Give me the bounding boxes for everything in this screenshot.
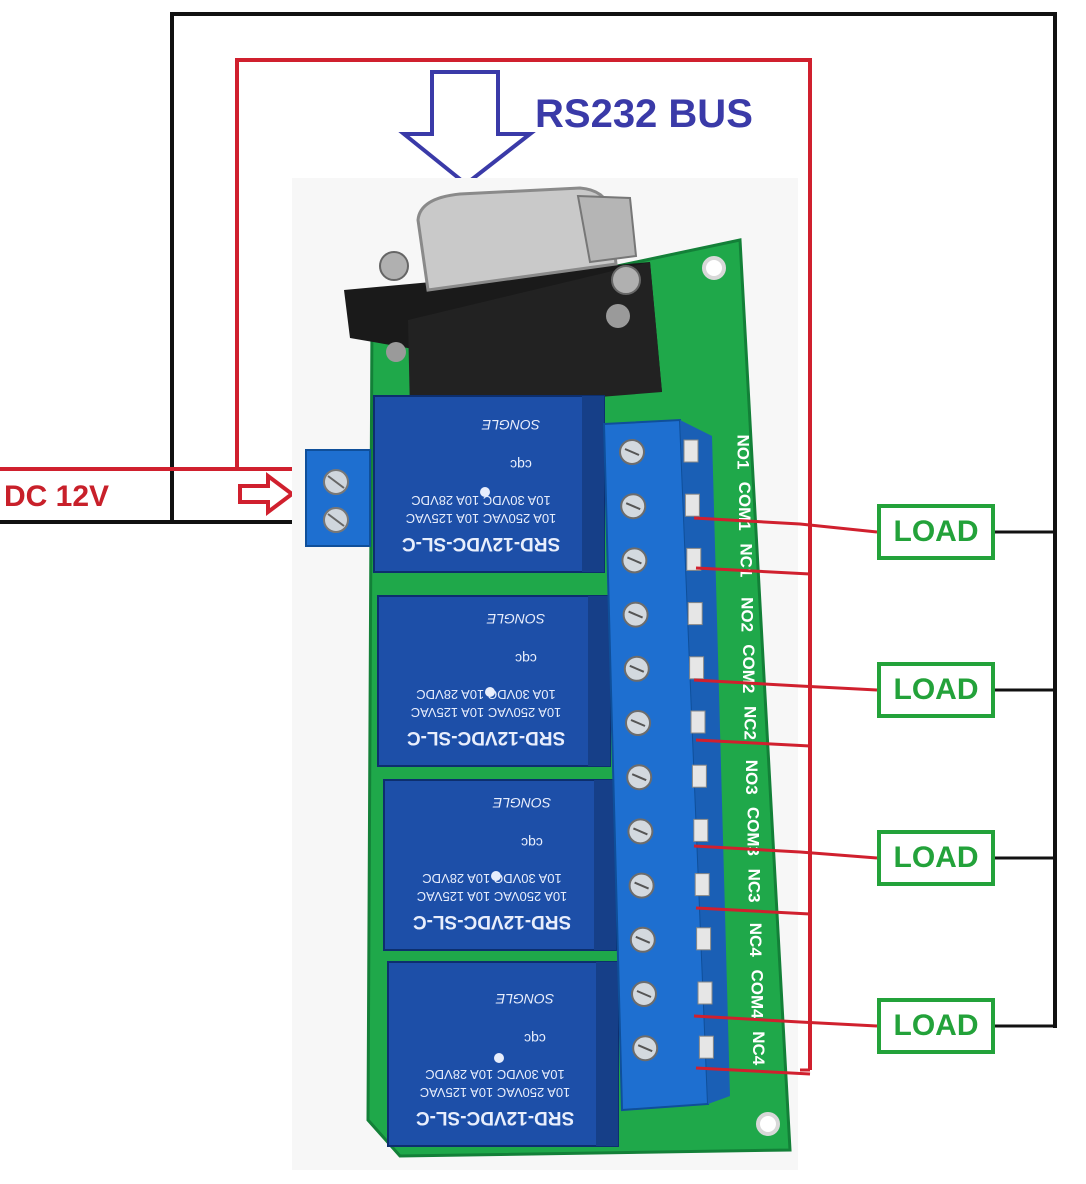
relay-rating: 10A 250VAC 10A 125VAC <box>411 705 562 720</box>
relay-cert: cqc <box>521 835 543 851</box>
load-label: LOAD <box>893 841 979 874</box>
mounting-hole <box>702 256 726 280</box>
load-box-1: LOAD <box>877 504 995 560</box>
pin-label: NC4 <box>749 1031 768 1066</box>
output-terminal-block <box>602 418 730 1112</box>
pin-label: NO2 <box>738 597 757 632</box>
relay-model: SRD-12VDC-SL-C <box>413 911 572 932</box>
load-signal-wire <box>693 1014 878 1028</box>
dc-terminal-block <box>305 449 371 547</box>
relay-rating: 10A 250VAC 10A 125VAC <box>417 889 568 904</box>
relay-rating: 10A 30VDC 10A 28VDC <box>425 1067 564 1082</box>
load-label: LOAD <box>893 515 979 548</box>
pin-label: NC3 <box>745 869 764 903</box>
power-label: DC 12V <box>4 480 110 513</box>
pin-label: NO1 <box>734 435 753 470</box>
bus-label: RS232 BUS <box>535 92 753 136</box>
relay-dot-icon <box>494 1053 504 1063</box>
load-label: LOAD <box>893 1009 979 1042</box>
relay-dot-icon <box>491 871 501 881</box>
load-box-2: LOAD <box>877 662 995 718</box>
common-wire <box>695 1066 811 1076</box>
relay-rating: 10A 30VDC 10A 28VDC <box>411 493 550 508</box>
relay-brand: SONGLE <box>495 991 554 1007</box>
db9-connector <box>344 186 662 412</box>
common-wire <box>695 566 811 576</box>
power-loop-wire <box>235 58 812 1070</box>
common-wire <box>695 738 811 748</box>
pin-label: COM3 <box>743 807 762 856</box>
relay-cert: cqc <box>510 457 532 473</box>
relay-model: SRD-12VDC-SL-C <box>416 1107 575 1128</box>
relay-model: SRD-12VDC-SL-C <box>407 727 566 748</box>
relay-cert: cqc <box>515 651 537 667</box>
pin-label: COM2 <box>739 644 758 693</box>
relay-dot-icon <box>485 687 495 697</box>
relay-brand: SONGLE <box>492 795 551 811</box>
ground-wire <box>170 12 1057 1028</box>
pin-label: NC2 <box>741 706 760 740</box>
relay: SRD-12VDC-SL-C 10A 250VAC 10A 125VAC 10A 3… <box>387 961 619 1147</box>
common-wire <box>695 906 811 916</box>
load-box-4: LOAD <box>877 998 995 1054</box>
load-signal-wire <box>693 678 878 692</box>
load-signal-wire <box>693 844 878 860</box>
relay-rating: 10A 250VAC 10A 125VAC <box>406 511 557 526</box>
mounting-hole <box>756 1112 780 1136</box>
relay-model: SRD-12VDC-SL-C <box>402 533 561 554</box>
relay-brand: SONGLE <box>481 417 540 433</box>
relay-rating: 10A 250VAC 10A 125VAC <box>420 1085 571 1100</box>
relay-dot-icon <box>480 487 490 497</box>
load-label: LOAD <box>893 673 979 706</box>
pin-label: NO3 <box>742 760 761 795</box>
load-signal-wire <box>693 516 878 534</box>
relay: SRD-12VDC-SL-C 10A 250VAC 10A 125VAC 10A 3… <box>373 395 605 573</box>
load-box-3: LOAD <box>877 830 995 886</box>
dc-arrow-icon <box>238 472 296 516</box>
pin-label: COM4 <box>748 969 767 1019</box>
relay-brand: SONGLE <box>486 611 545 627</box>
pin-label: NC4 <box>746 923 765 958</box>
relay-cert: cqc <box>524 1031 546 1047</box>
bus-arrow-icon <box>398 70 536 187</box>
pin-label: COM1 <box>735 482 754 531</box>
